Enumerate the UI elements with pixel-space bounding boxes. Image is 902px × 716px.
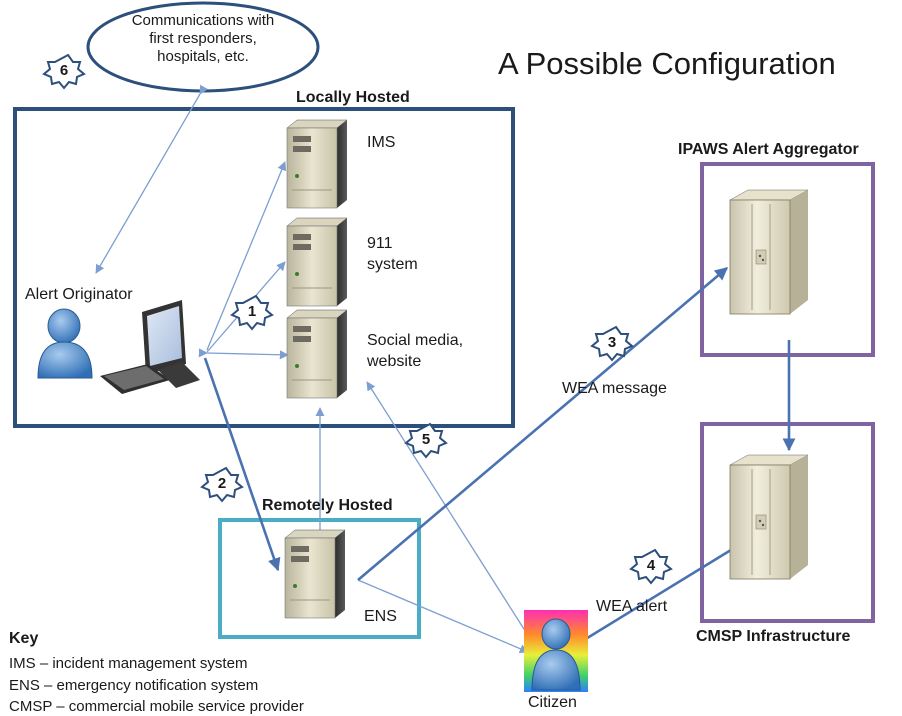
911-server-icon — [286, 217, 348, 307]
social-media-server-icon — [286, 309, 348, 399]
key-item-ims: IMS – incident management system — [9, 655, 248, 672]
wea-message-label: WEA message — [562, 380, 667, 397]
key-item-ens: ENS – emergency notification system — [9, 677, 259, 694]
step-1-number: 1 — [247, 303, 257, 320]
page-title: A Possible Configuration — [498, 46, 836, 81]
ens-to-citizen-arrow — [357, 579, 529, 653]
ims-server-icon — [286, 119, 348, 209]
originator-to-ims-arrow — [206, 161, 287, 351]
step-6-badge — [42, 53, 86, 90]
citizen-label: Citizen — [528, 694, 577, 711]
locally-hosted-label: Locally Hosted — [296, 89, 410, 106]
step-5-number: 5 — [421, 431, 431, 448]
thick-connectors — [203, 267, 796, 661]
step-badges — [42, 53, 673, 585]
step-5-badge — [404, 422, 448, 459]
cmsp-server-icon — [729, 454, 809, 580]
step-3-number: 3 — [607, 334, 617, 351]
communications-line-1: Communications with — [131, 12, 275, 29]
step-4-number: 4 — [646, 557, 656, 574]
remotely-hosted-label: Remotely Hosted — [262, 497, 393, 514]
computer-icon — [100, 300, 200, 394]
ipaws-server-icon — [729, 189, 809, 315]
communications-line-2: first responders, — [149, 30, 257, 47]
originator-to-ens-arrow — [203, 357, 281, 572]
alert-originator-label: Alert Originator — [25, 286, 133, 303]
thin-connectors — [95, 84, 537, 653]
originator-social-arrow — [198, 348, 289, 360]
911-label-line2: system — [367, 256, 418, 273]
step-2-number: 2 — [217, 475, 227, 492]
communications-label: Communications with first responders, ho… — [108, 12, 298, 66]
ens-label: ENS — [364, 608, 397, 625]
step-6-number: 6 — [59, 62, 69, 79]
ims-label: IMS — [367, 134, 396, 151]
key-heading: Key — [9, 630, 39, 647]
step-1-badge — [230, 294, 274, 331]
cmsp-box — [700, 422, 875, 623]
citizen-to-social-arrow — [366, 381, 537, 649]
comm-to-originator-arrow — [95, 84, 209, 274]
key-item-cmsp: CMSP – commercial mobile service provide… — [9, 698, 304, 715]
communications-line-3: hospitals, etc. — [157, 48, 249, 65]
alert-originator-person-icon — [37, 308, 93, 379]
ens-server-icon — [284, 529, 346, 619]
wea-alert-label: WEA alert — [596, 598, 668, 615]
ens-to-ipaws-arrow — [357, 267, 728, 581]
911-label-line1: 911 — [367, 235, 393, 252]
social-media-label-line1: Social media, — [367, 332, 464, 349]
step-3-badge — [590, 325, 634, 362]
locally-hosted-box — [13, 107, 515, 428]
citizen-icon — [524, 610, 588, 692]
step-2-badge — [200, 466, 244, 503]
social-media-label-line2: website — [367, 353, 422, 370]
ipaws-box — [700, 162, 875, 357]
cmsp-infrastructure-label: CMSP Infrastructure — [696, 628, 851, 645]
step-4-badge — [629, 548, 673, 585]
ipaws-label: IPAWS Alert Aggregator — [678, 141, 859, 158]
